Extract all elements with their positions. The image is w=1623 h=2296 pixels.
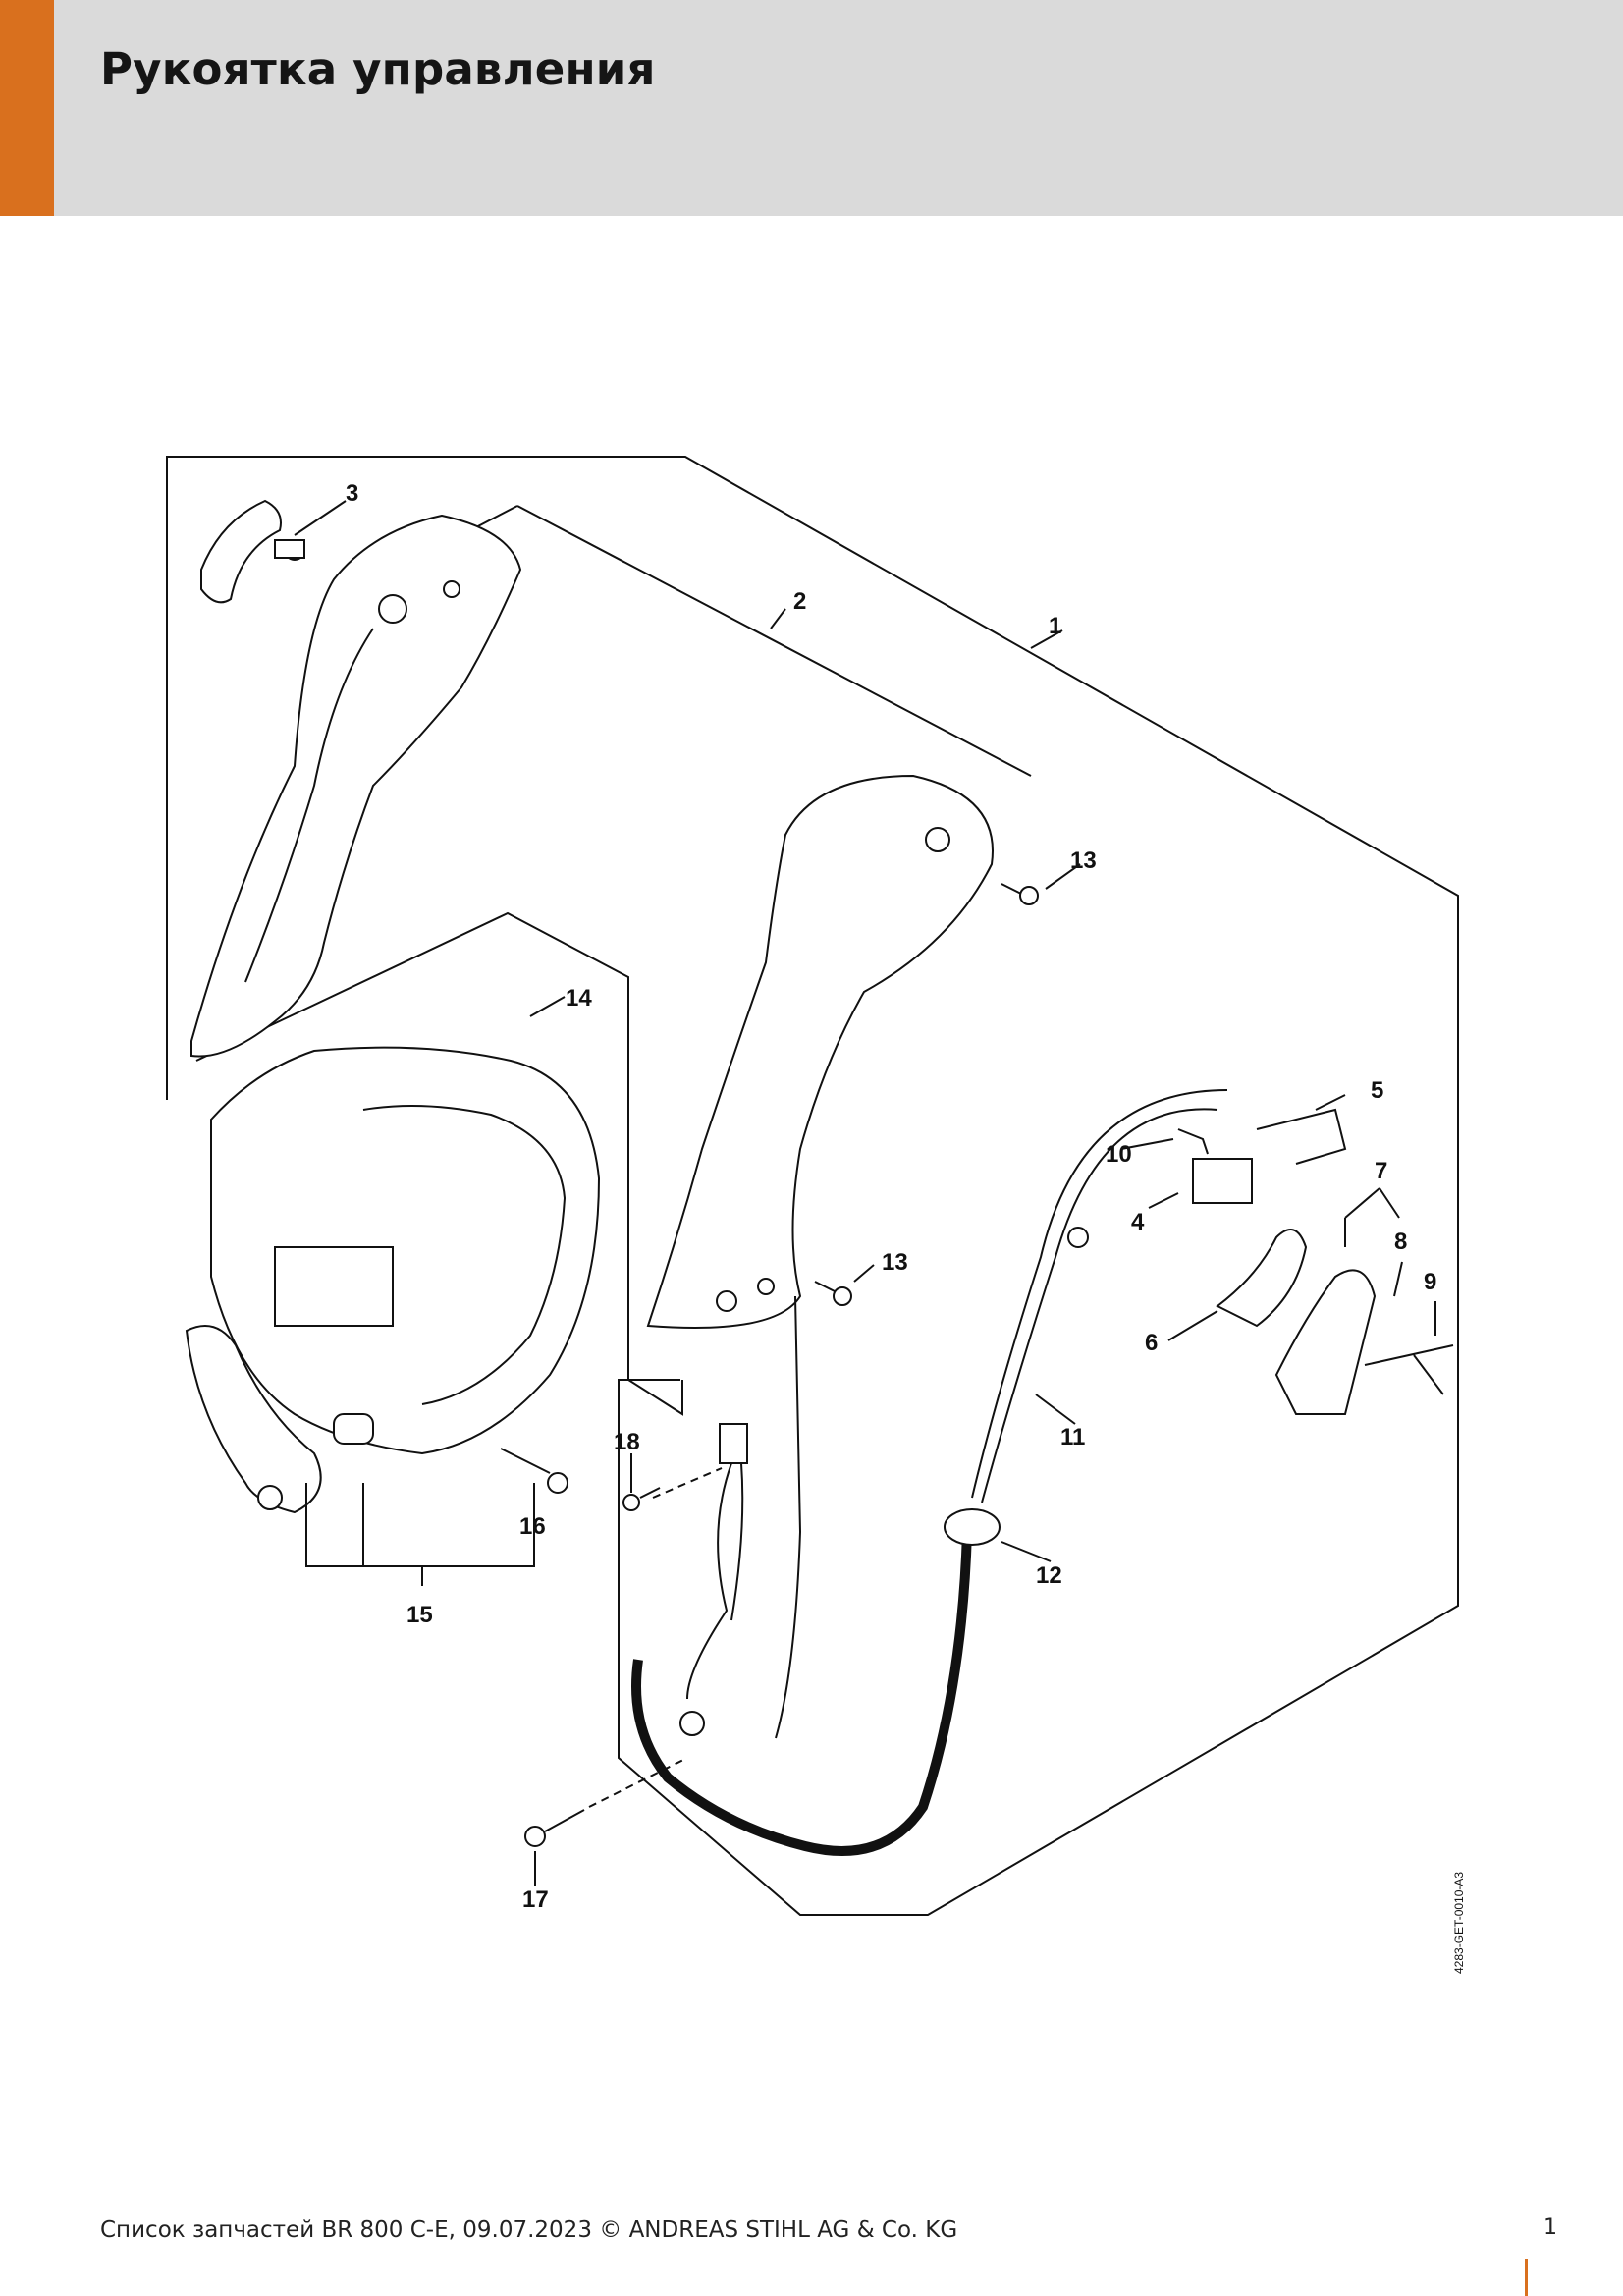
callout-3: 3 xyxy=(346,480,358,507)
callout-12: 12 xyxy=(1036,1562,1062,1589)
screw-part-13-lower xyxy=(814,1281,852,1306)
lever-part-6 xyxy=(1216,1229,1308,1328)
inner-cable xyxy=(775,1295,802,1739)
footer-divider xyxy=(1525,2259,1528,2296)
handle-shell-part-2 xyxy=(646,774,994,1329)
footer-text: Список запчастей BR 800 C-E, 09.07.2023 … xyxy=(100,2217,958,2243)
callout-17: 17 xyxy=(522,1886,549,1913)
callout-4: 4 xyxy=(1131,1209,1145,1235)
callout-18: 18 xyxy=(614,1429,640,1455)
trigger-part-8 xyxy=(1274,1269,1377,1415)
callout-14: 14 xyxy=(566,985,592,1011)
callout-9: 9 xyxy=(1424,1269,1436,1295)
callout-10: 10 xyxy=(1106,1141,1132,1168)
lever-part-3 xyxy=(200,499,305,604)
callout-6: 6 xyxy=(1145,1330,1158,1356)
callout-8: 8 xyxy=(1394,1229,1407,1255)
page-title: Рукоятка управления xyxy=(100,43,656,95)
callout-13-lower: 13 xyxy=(882,1249,908,1276)
page-number: 1 xyxy=(1543,2215,1557,2240)
bracket-part-5 xyxy=(1256,1108,1347,1165)
cable-conduit-part-12 xyxy=(631,1531,972,1856)
drawing-code: 4283-GET-0010-A3 xyxy=(1452,1872,1466,1974)
throttle-cable-part-11 xyxy=(971,1089,1228,1503)
callout-5: 5 xyxy=(1371,1077,1383,1104)
header-accent-bar xyxy=(0,0,54,216)
callout-16: 16 xyxy=(519,1513,546,1540)
callout-2: 2 xyxy=(793,588,806,615)
grommet-part-12 xyxy=(944,1508,1001,1546)
switch-part-4 xyxy=(1192,1158,1253,1204)
callout-7: 7 xyxy=(1375,1158,1387,1184)
callout-13-upper: 13 xyxy=(1070,847,1097,874)
header-band xyxy=(0,0,1623,216)
assembly-frame-1-left xyxy=(166,456,685,1100)
assembly-frame-1 xyxy=(167,456,1459,1916)
screw-part-17 xyxy=(524,1809,585,1847)
handle-housing-half xyxy=(190,514,522,1058)
spring-part-9 xyxy=(1364,1344,1454,1395)
screw-part-18 xyxy=(622,1487,661,1511)
callout-11: 11 xyxy=(1060,1424,1085,1450)
callout-15: 15 xyxy=(406,1602,433,1628)
frame-2-top xyxy=(516,505,1032,777)
screw-part-16 xyxy=(500,1448,568,1494)
callout-1: 1 xyxy=(1049,613,1061,639)
wire-harness xyxy=(679,1423,748,1736)
callout-leaders xyxy=(294,500,1436,1886)
assembly-frame-14 xyxy=(195,911,683,1416)
clip-part-10 xyxy=(1177,1128,1209,1155)
ground-dashed-line xyxy=(588,1467,723,1808)
strap-cover-part-14 xyxy=(210,1046,601,1455)
screw-part-13-upper xyxy=(1001,883,1039,905)
lever-part-15 xyxy=(185,1325,374,1514)
